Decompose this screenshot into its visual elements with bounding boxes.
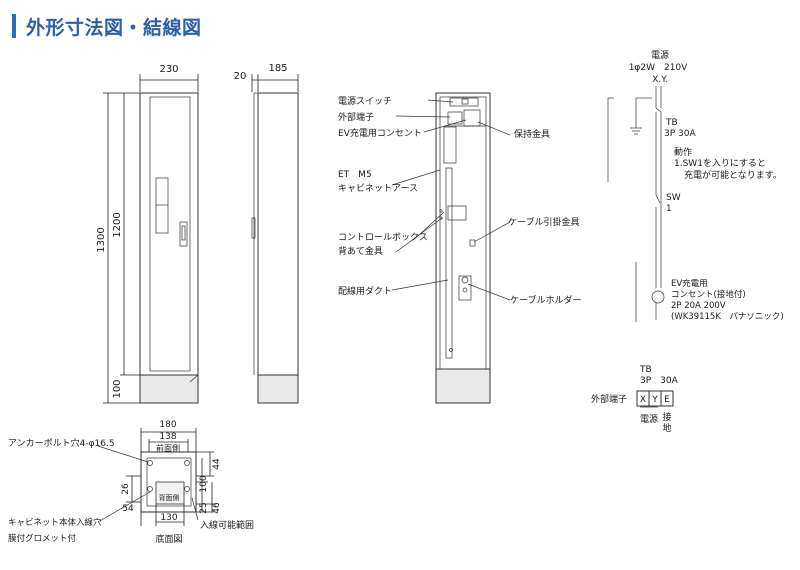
- dim-bottom-54: 54: [122, 504, 134, 514]
- wiring-ev-1: EV充電用: [671, 278, 708, 289]
- dim-bottom-138: 138: [159, 432, 176, 442]
- terminal-below-ground: 接地: [662, 411, 671, 434]
- wiring-sw: SW: [666, 193, 681, 203]
- cable-holder: [458, 275, 472, 301]
- wiring-ev-2: コンセント(接地付): [671, 289, 746, 300]
- terminal-tb: TB: [639, 365, 652, 375]
- label-power-switch: 電源スイッチ: [338, 96, 392, 107]
- dim-front-width: 230: [159, 64, 178, 75]
- dim-bottom-44: 44: [212, 458, 222, 470]
- terminal-e: E: [664, 395, 670, 405]
- terminal-block: TB 3P 30A 外部端子 X Y E 電源 接地: [591, 365, 679, 434]
- door-handle: [179, 221, 188, 247]
- label-external-terminal: 外部端子: [338, 111, 374, 123]
- internal-view: 電源スイッチ 外部端子 EV充電用コンセント ET M5 キャビネットアース コ…: [338, 92, 581, 404]
- dim-front-body-height: 1200: [112, 212, 123, 237]
- anchor-hole: [147, 460, 153, 466]
- dim-bottom-130: 130: [160, 513, 177, 523]
- anchor-hole: [147, 486, 153, 492]
- label-cabinet-entry: キャビネット本体入線穴: [8, 517, 102, 528]
- dim-bottom-100: 100: [199, 475, 209, 492]
- label-anchor-holes: アンカーボルト穴4-φ16.5: [8, 437, 115, 449]
- ev-outlet-symbol: [651, 290, 665, 304]
- dim-front-base: 100: [112, 379, 123, 398]
- terminal-spec: 3P 30A: [640, 376, 679, 386]
- label-cable-hook: ケーブル引掛金具: [508, 216, 579, 228]
- bottom-view: 180 138 前面側 背面側 44 100 25 46 26: [8, 420, 254, 545]
- wiring-ev-4: (WK39115K パナソニック): [671, 312, 784, 322]
- entry-area: [155, 481, 185, 505]
- wiring-op-line1: 1.SW1を入りにすると: [674, 158, 766, 169]
- front-view: 230 1300 1200 100: [96, 64, 199, 404]
- dim-side-offset: 20: [234, 71, 247, 82]
- dim-bottom-46: 46: [212, 502, 222, 514]
- label-entry-range: 入線可能範囲: [200, 519, 254, 531]
- label-wiring-duct: 配線用ダクト: [338, 285, 392, 297]
- label-front-side: 前面側: [156, 443, 180, 453]
- wiring-source-xy: X.Y.: [652, 75, 668, 85]
- front-base: [139, 374, 199, 404]
- wiring-op-line2: 充電が可能となります。: [684, 169, 782, 181]
- label-cabinet-earth: キャビネットアース: [338, 183, 418, 194]
- terminal-y: Y: [651, 395, 658, 405]
- title-accent-bar: [12, 14, 16, 38]
- wiring-tb-spec: 3P 30A: [664, 129, 696, 139]
- wiring-tb: TB: [665, 118, 678, 128]
- label-grommet: 膜付グロメット付: [8, 533, 77, 544]
- dim-bottom-180: 180: [159, 420, 176, 430]
- wiring-duct: [445, 167, 453, 359]
- anchor-hole: [184, 486, 190, 492]
- label-holding-bracket: 保持金具: [514, 128, 550, 140]
- page-title: 外形寸法図・結線図: [26, 17, 202, 39]
- label-back-bracket: 背あて金具: [338, 245, 383, 257]
- bottom-view-caption: 底面図: [155, 533, 182, 545]
- dim-front-total-height: 1300: [96, 227, 107, 252]
- dim-bottom-26: 26: [121, 483, 131, 495]
- terminal-label: 外部端子: [591, 393, 627, 405]
- wiring-ev-3: 2P 20A 200V: [671, 301, 726, 311]
- label-ev-outlet: EV充電用コンセント: [338, 127, 422, 139]
- label-cable-holder: ケーブルホルダー: [510, 294, 581, 306]
- wiring-sw-num: 1: [666, 204, 672, 214]
- label-back-side: 背面側: [159, 493, 180, 502]
- wiring-source-title: 電源: [651, 50, 669, 61]
- external-terminal: [447, 111, 463, 125]
- wiring-diagram: 電源 1φ2W 210V X.Y. TB 3P 30A 動作 1.SW1を入りに…: [607, 50, 784, 322]
- terminal-below-power: 電源: [640, 414, 658, 425]
- wiring-op-title: 動作: [674, 146, 692, 158]
- label-control-box: コントロールボックス: [338, 232, 428, 243]
- anchor-hole: [184, 460, 190, 466]
- wiring-source-spec: 1φ2W 210V: [629, 63, 688, 73]
- label-et-m5: ET M5: [338, 170, 372, 180]
- dim-bottom-25: 25: [199, 502, 209, 513]
- side-view: 20 185: [234, 63, 299, 404]
- terminal-x: X: [640, 395, 646, 405]
- dim-side-depth: 185: [268, 63, 287, 74]
